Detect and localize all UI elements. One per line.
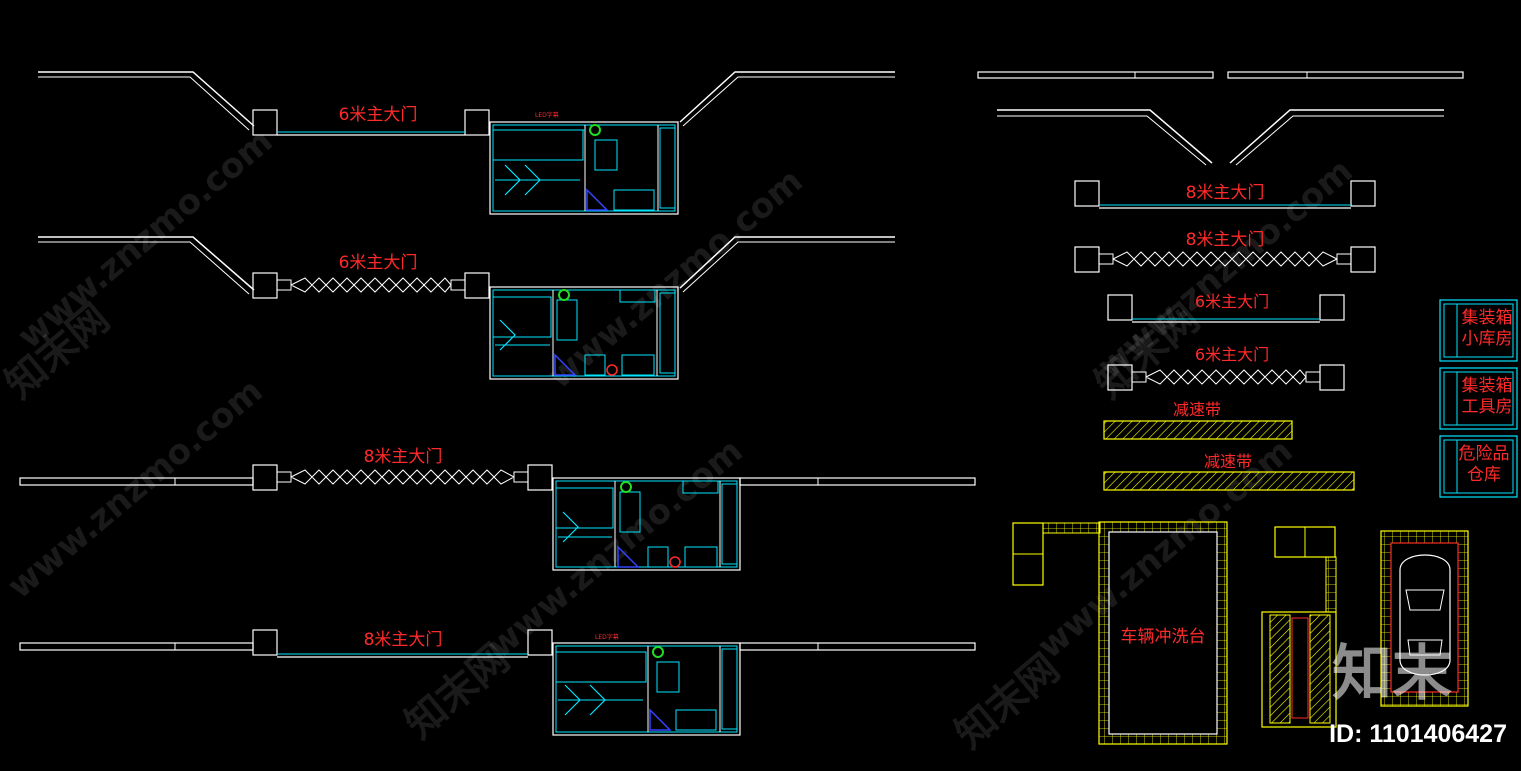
gate-plan-3: 8米主大门 xyxy=(19,447,976,571)
parking-bay xyxy=(1380,530,1469,707)
brand-logo: 知末 xyxy=(1332,639,1452,709)
watermark-brand-text: 知末网 xyxy=(397,635,518,747)
storage-containers: 集装箱 小库房 集装箱 工具房 危险品 仓库 xyxy=(1439,299,1518,498)
brand-watermark: 知末 ID: 1101406427 xyxy=(1329,639,1507,748)
container-label: 集装箱 xyxy=(1462,376,1513,396)
speed-bumps: 减速带 减速带 xyxy=(1103,400,1355,491)
gate-pillar xyxy=(464,109,490,136)
speed-bump-label: 减速带 xyxy=(1204,452,1252,471)
led-sign-label: LED字幕 xyxy=(595,633,619,641)
retractable-gate xyxy=(290,277,452,293)
watermark-site-text: www.znzmo.com xyxy=(10,121,280,357)
container-label: 小库房 xyxy=(1462,329,1513,349)
speed-bump xyxy=(1103,420,1293,440)
retractable-gate xyxy=(290,469,515,485)
gate-pillar xyxy=(464,272,490,299)
gate-pillar xyxy=(252,272,278,299)
gate-title: 8米主大门 xyxy=(1186,183,1265,203)
gate-title: 6米主大门 xyxy=(339,105,418,125)
gate-title: 8米主大门 xyxy=(364,447,443,467)
gate-plan-4: 8米主大门 LED字幕 xyxy=(19,629,976,736)
right-gate-variants: 8米主大门 8米主大门 6米主大门 6米主大门 xyxy=(977,71,1464,391)
guard-house xyxy=(489,121,679,215)
gate-title: 6米主大门 xyxy=(1195,345,1269,364)
container-label: 危险品 xyxy=(1459,444,1510,464)
gate-pillar xyxy=(252,629,278,656)
speed-bump-label: 减速带 xyxy=(1173,400,1221,419)
container-hazmat xyxy=(1439,435,1518,498)
gate-plan-1: 6米主大门 LED字幕 xyxy=(38,71,895,215)
car-wash-platform: 车辆冲洗台 xyxy=(1012,521,1228,745)
watermark-brand-text: 知末网 xyxy=(947,645,1068,757)
watermark-site-text: www.znzmo.com xyxy=(0,371,270,607)
car-icon xyxy=(1399,554,1451,676)
led-sign-label: LED字幕 xyxy=(535,111,559,119)
gate-pillar xyxy=(527,464,553,491)
car-wash-label: 车辆冲洗台 xyxy=(1121,627,1206,647)
gate-title: 6米主大门 xyxy=(1195,292,1269,311)
container-small-storage xyxy=(1439,299,1518,362)
image-id-label: ID: 1101406427 xyxy=(1329,720,1507,748)
guard-house xyxy=(552,642,741,736)
gate-title: 6米主大门 xyxy=(339,253,418,273)
gate-pillar xyxy=(252,109,278,136)
guard-house xyxy=(552,477,741,571)
gate-title: 8米主大门 xyxy=(1186,230,1265,250)
gate-title: 8米主大门 xyxy=(364,630,443,650)
container-label: 集装箱 xyxy=(1462,308,1513,328)
speed-bump xyxy=(1103,471,1355,491)
container-label: 工具房 xyxy=(1462,397,1513,417)
container-tool-room xyxy=(1439,367,1518,430)
gate-pillar xyxy=(527,629,553,656)
sediment-tank-detail xyxy=(1261,526,1337,728)
guard-house xyxy=(489,286,679,380)
container-label: 仓库 xyxy=(1467,465,1501,485)
gate-plan-2: 6米主大门 xyxy=(38,236,895,380)
gate-pillar xyxy=(252,464,278,491)
